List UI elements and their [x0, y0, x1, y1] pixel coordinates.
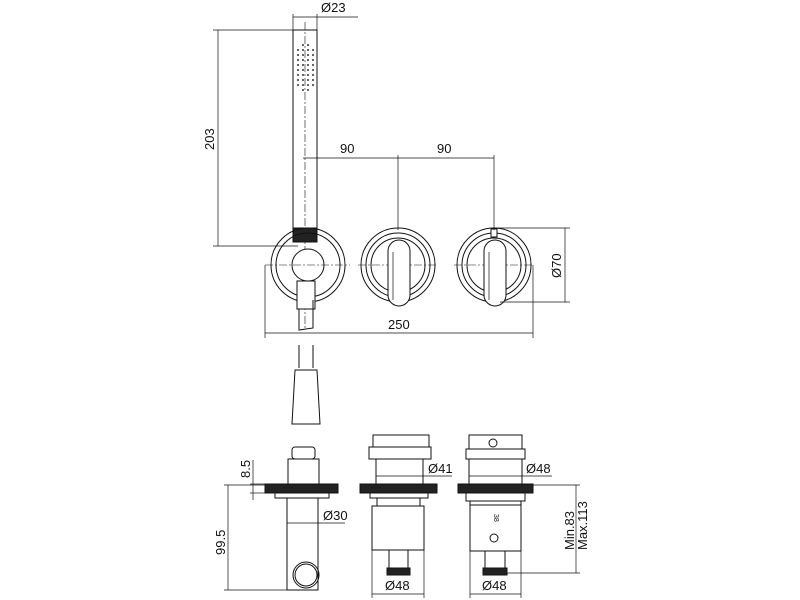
spray-nozzle	[297, 49, 299, 51]
dimension-flange-thickness: 8.5	[238, 460, 265, 500]
label-depth-max: Max.113	[575, 501, 590, 550]
side-view-thermostat: 38	[457, 434, 534, 576]
spray-nozzle	[302, 44, 304, 46]
spray-nozzle	[302, 49, 304, 51]
spray-nozzle	[307, 54, 309, 56]
dimension-rosette-diameter: Ø70	[494, 227, 570, 303]
spray-nozzle	[312, 84, 314, 86]
spray-nozzle	[307, 64, 309, 66]
dimension-holder-diameter: Ø30	[287, 508, 348, 524]
label-valve1-bottom-diameter: Ø48	[385, 578, 410, 593]
label-valve1-top-diameter: Ø41	[428, 461, 453, 476]
spray-nozzle	[307, 79, 309, 81]
spray-nozzle	[302, 64, 304, 66]
spray-nozzle	[302, 89, 304, 91]
dimension-spacing: 90 90	[303, 141, 495, 230]
label-handshower-diameter: Ø23	[321, 0, 346, 15]
dimension-thermostat: Ø48 Ø48	[469, 461, 552, 598]
spray-nozzle	[307, 49, 309, 51]
spray-nozzle	[307, 74, 309, 76]
spray-nozzle	[307, 59, 309, 61]
dimension-installation-depth: Min.83 Max.113	[507, 484, 590, 574]
rosette-handshower-holder	[265, 227, 350, 331]
rosette-thermostat-right	[454, 227, 534, 307]
spray-nozzle	[302, 69, 304, 71]
spray-nozzle	[307, 69, 309, 71]
dimension-overall-width: 250	[264, 265, 534, 338]
spray-nozzle	[297, 84, 299, 86]
spray-nozzle	[312, 74, 314, 76]
label-valve2-top-diameter: Ø48	[526, 461, 551, 476]
dimension-holder-depth: 99.5	[213, 484, 287, 591]
spray-nozzle	[312, 59, 314, 61]
spray-nozzle	[312, 79, 314, 81]
label-spacing-right: 90	[437, 141, 451, 156]
hose-and-connector	[291, 345, 321, 425]
label-flange-thickness: 8.5	[238, 460, 253, 478]
spray-nozzle	[302, 79, 304, 81]
side-view-holder	[264, 446, 339, 591]
spray-nozzle	[312, 49, 314, 51]
spray-nozzle	[302, 59, 304, 61]
spray-nozzle	[297, 79, 299, 81]
label-valve2-bottom-diameter: Ø48	[482, 578, 507, 593]
spray-nozzle-grid	[297, 44, 314, 91]
spray-nozzle	[307, 84, 309, 86]
spray-nozzle	[297, 54, 299, 56]
label-handshower-height: 203	[202, 128, 217, 150]
dimension-handshower-height: 203	[202, 29, 298, 247]
spray-nozzle	[302, 54, 304, 56]
side-view-diverter	[359, 434, 438, 576]
spray-nozzle	[307, 89, 309, 91]
spray-nozzle	[297, 69, 299, 71]
spray-nozzle	[302, 74, 304, 76]
label-holder-depth: 99.5	[213, 530, 228, 555]
spray-nozzle	[297, 64, 299, 66]
dimension-diverter: Ø41 Ø48	[371, 461, 453, 598]
spray-nozzle	[312, 69, 314, 71]
spray-nozzle	[297, 74, 299, 76]
label-depth-min: Min.83	[562, 511, 577, 550]
spray-nozzle	[307, 44, 309, 46]
spray-nozzle	[302, 84, 304, 86]
spray-nozzle	[312, 64, 314, 66]
label-holder-diameter: Ø30	[323, 508, 348, 523]
dimension-handshower-diameter: Ø23	[292, 0, 358, 30]
label-overall-width: 250	[388, 317, 410, 332]
handshower: /* placeholder */	[292, 22, 318, 330]
spray-nozzle	[297, 59, 299, 61]
spray-nozzle	[312, 54, 314, 56]
label-rosette-diameter: Ø70	[549, 253, 564, 278]
valve-marking: 38	[492, 514, 499, 522]
rosette-diverter-middle	[358, 227, 438, 307]
label-spacing-left: 90	[340, 141, 354, 156]
